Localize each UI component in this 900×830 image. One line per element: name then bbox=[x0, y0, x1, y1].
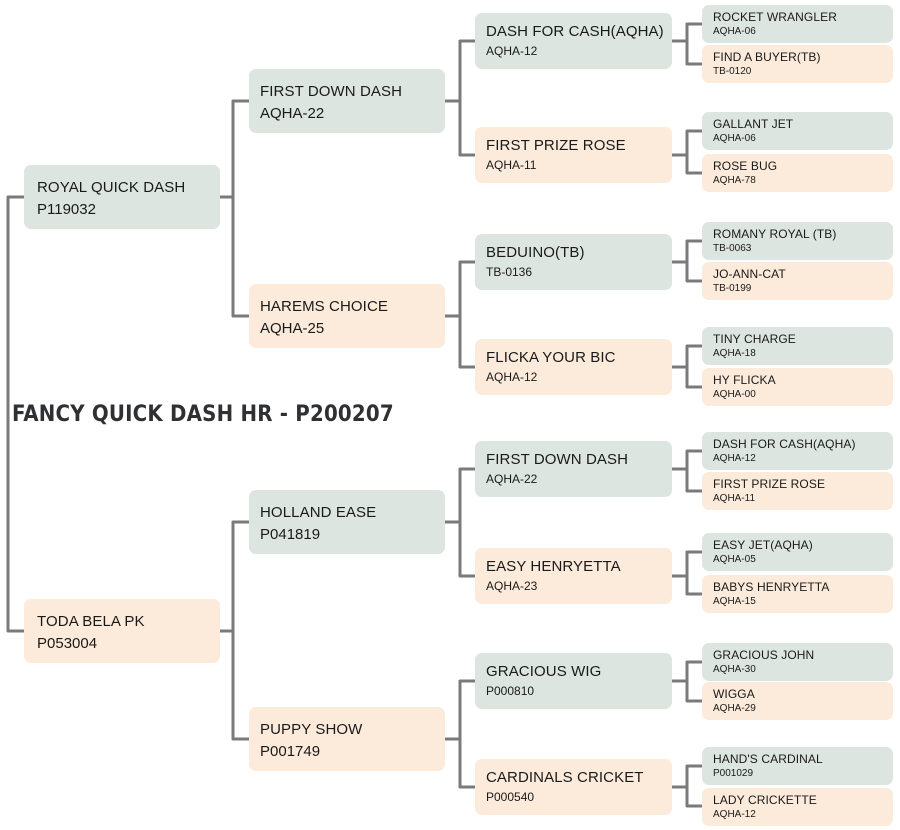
pedigree-node-gen3-1[interactable]: FIRST PRIZE ROSE AQHA-11 bbox=[475, 127, 672, 183]
node-registration: AQHA-12 bbox=[486, 370, 538, 384]
pedigree-node-gen4-7[interactable]: HY FLICKA AQHA-00 bbox=[702, 368, 893, 406]
node-registration: P001749 bbox=[260, 743, 321, 760]
node-registration: AQHA-18 bbox=[713, 348, 756, 359]
node-name: EASY HENRYETTA bbox=[486, 558, 621, 575]
node-registration: AQHA-22 bbox=[486, 472, 538, 486]
pedigree-node-gen4-9[interactable]: FIRST PRIZE ROSE AQHA-11 bbox=[702, 472, 893, 510]
node-name: FIND A BUYER(TB) bbox=[713, 50, 821, 64]
node-registration: P000540 bbox=[486, 790, 535, 804]
node-name: GRACIOUS JOHN bbox=[713, 648, 815, 662]
node-registration: AQHA-00 bbox=[713, 389, 756, 400]
node-registration: AQHA-23 bbox=[486, 579, 538, 593]
node-registration: P041819 bbox=[260, 526, 321, 543]
node-registration: P053004 bbox=[37, 635, 98, 652]
node-name: BABYS HENRYETTA bbox=[713, 580, 830, 594]
pedigree-node-gen2-1[interactable]: HAREMS CHOICE AQHA-25 bbox=[249, 284, 445, 348]
pedigree-node-gen4-4[interactable]: ROMANY ROYAL (TB) TB-0063 bbox=[702, 222, 893, 260]
node-registration: AQHA-06 bbox=[713, 133, 756, 144]
node-name: PUPPY SHOW bbox=[260, 721, 363, 738]
node-name: ROYAL QUICK DASH bbox=[37, 179, 186, 196]
node-registration: AQHA-06 bbox=[713, 26, 756, 37]
node-name: ROCKET WRANGLER bbox=[713, 10, 837, 24]
pedigree-node-gen4-0[interactable]: ROCKET WRANGLER AQHA-06 bbox=[702, 5, 893, 43]
node-registration: P119032 bbox=[37, 201, 96, 218]
node-name: TODA BELA PK bbox=[37, 613, 145, 630]
node-registration: AQHA-11 bbox=[486, 158, 537, 172]
pedigree-node-gen4-1[interactable]: FIND A BUYER(TB) TB-0120 bbox=[702, 45, 893, 83]
node-name: EASY JET(AQHA) bbox=[713, 538, 813, 552]
pedigree-node-gen3-3[interactable]: FLICKA YOUR BIC AQHA-12 bbox=[475, 339, 672, 395]
pedigree-node-gen3-2[interactable]: BEDUINO(TB) TB-0136 bbox=[475, 234, 672, 290]
node-name: HAND'S CARDINAL bbox=[713, 752, 823, 766]
node-registration: AQHA-12 bbox=[713, 453, 756, 464]
pedigree-node-gen3-0[interactable]: DASH FOR CASH(AQHA) AQHA-12 bbox=[475, 13, 672, 69]
node-registration: AQHA-15 bbox=[713, 596, 756, 607]
node-name: ROMANY ROYAL (TB) bbox=[713, 227, 837, 241]
node-registration: AQHA-30 bbox=[713, 664, 756, 675]
node-name: FIRST DOWN DASH bbox=[486, 451, 629, 468]
node-registration: AQHA-12 bbox=[713, 809, 756, 820]
pedigree-node-gen4-10[interactable]: EASY JET(AQHA) AQHA-05 bbox=[702, 533, 893, 571]
node-name: TINY CHARGE bbox=[713, 332, 796, 346]
node-name: BEDUINO(TB) bbox=[486, 244, 585, 261]
node-name: FLICKA YOUR BIC bbox=[486, 349, 616, 366]
node-registration: AQHA-11 bbox=[713, 493, 756, 504]
pedigree-node-gen1-1[interactable]: TODA BELA PK P053004 bbox=[24, 599, 220, 663]
pedigree-node-gen2-2[interactable]: HOLLAND EASE P041819 bbox=[249, 490, 445, 554]
node-registration: TB-0120 bbox=[713, 66, 752, 77]
node-name: FIRST PRIZE ROSE bbox=[713, 477, 826, 491]
node-name: ROSE BUG bbox=[713, 159, 778, 173]
node-name: WIGGA bbox=[713, 687, 755, 701]
pedigree-node-gen4-15[interactable]: LADY CRICKETTE AQHA-12 bbox=[702, 788, 893, 826]
root-subject-title: FANCY QUICK DASH HR - P200207 bbox=[12, 400, 400, 429]
pedigree-node-gen2-3[interactable]: PUPPY SHOW P001749 bbox=[249, 707, 445, 771]
node-name: JO-ANN-CAT bbox=[713, 267, 786, 281]
node-name: FIRST PRIZE ROSE bbox=[486, 137, 626, 154]
node-name: DASH FOR CASH(AQHA) bbox=[486, 23, 664, 40]
pedigree-node-gen3-6[interactable]: GRACIOUS WIG P000810 bbox=[475, 653, 672, 709]
node-name: HAREMS CHOICE bbox=[260, 298, 388, 315]
pedigree-node-gen4-8[interactable]: DASH FOR CASH(AQHA) AQHA-12 bbox=[702, 432, 893, 470]
node-registration: TB-0063 bbox=[713, 243, 752, 254]
node-registration: AQHA-78 bbox=[713, 175, 756, 186]
pedigree-node-gen4-12[interactable]: GRACIOUS JOHN AQHA-30 bbox=[702, 643, 893, 681]
node-name: DASH FOR CASH(AQHA) bbox=[713, 437, 856, 451]
node-registration: TB-0199 bbox=[713, 283, 752, 294]
pedigree-node-gen2-0[interactable]: FIRST DOWN DASH AQHA-22 bbox=[249, 69, 445, 133]
node-name: LADY CRICKETTE bbox=[713, 793, 817, 807]
pedigree-node-gen3-5[interactable]: EASY HENRYETTA AQHA-23 bbox=[475, 548, 672, 604]
node-name: CARDINALS CRICKET bbox=[486, 769, 644, 786]
node-registration: AQHA-05 bbox=[713, 554, 756, 565]
node-name: HOLLAND EASE bbox=[260, 504, 377, 521]
node-registration: AQHA-29 bbox=[713, 703, 756, 714]
pedigree-node-gen4-13[interactable]: WIGGA AQHA-29 bbox=[702, 682, 893, 720]
node-registration: AQHA-12 bbox=[486, 44, 538, 58]
pedigree-node-gen4-14[interactable]: HAND'S CARDINAL P001029 bbox=[702, 747, 893, 785]
pedigree-node-gen3-4[interactable]: FIRST DOWN DASH AQHA-22 bbox=[475, 441, 672, 497]
node-name: HY FLICKA bbox=[713, 373, 776, 387]
node-registration: P001029 bbox=[713, 768, 754, 779]
pedigree-node-gen4-11[interactable]: BABYS HENRYETTA AQHA-15 bbox=[702, 575, 893, 613]
pedigree-node-gen4-2[interactable]: GALLANT JET AQHA-06 bbox=[702, 112, 893, 150]
pedigree-node-gen3-7[interactable]: CARDINALS CRICKET P000540 bbox=[475, 759, 672, 815]
node-registration: P000810 bbox=[486, 684, 535, 698]
pedigree-node-gen4-6[interactable]: TINY CHARGE AQHA-18 bbox=[702, 327, 893, 365]
node-registration: AQHA-25 bbox=[260, 320, 325, 337]
node-registration: TB-0136 bbox=[486, 265, 533, 279]
pedigree-node-gen1-0[interactable]: ROYAL QUICK DASH P119032 bbox=[24, 165, 220, 229]
node-registration: AQHA-22 bbox=[260, 105, 325, 122]
node-name: GALLANT JET bbox=[713, 117, 794, 131]
pedigree-node-gen4-5[interactable]: JO-ANN-CAT TB-0199 bbox=[702, 262, 893, 300]
pedigree-node-gen4-3[interactable]: ROSE BUG AQHA-78 bbox=[702, 154, 893, 192]
node-name: FIRST DOWN DASH bbox=[260, 83, 403, 100]
node-name: GRACIOUS WIG bbox=[486, 663, 602, 680]
